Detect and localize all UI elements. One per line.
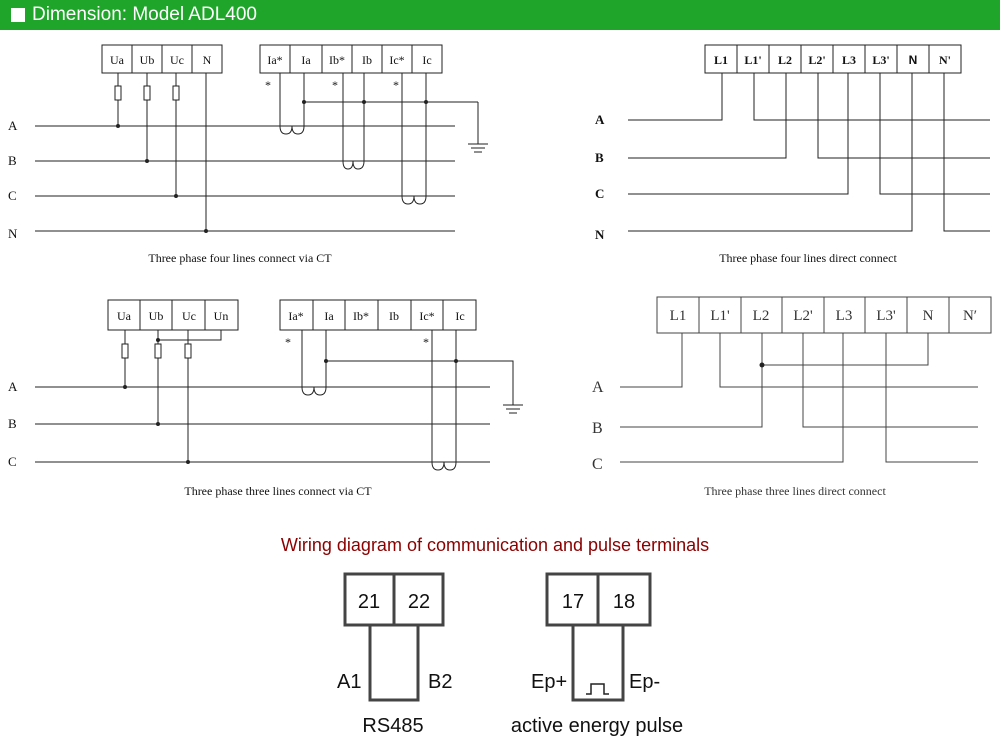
phase-label: C [8,188,17,203]
diagram-four-lines-direct [628,44,990,232]
terminal-label: N' [939,53,951,67]
phase-label: N [595,227,605,242]
phase-label: A [8,118,18,133]
polarity-mark: * [285,335,291,349]
terminal-label: N [909,53,918,67]
pulse-minus-label: Ep- [629,671,660,693]
terminal-label: Ib* [329,53,345,67]
terminal-label: L1 [714,53,728,67]
phase-label: B [8,416,17,431]
terminal-label: Ua [117,309,132,323]
diagram-four-lines-ct [35,44,488,233]
terminal-label: Ib* [353,309,369,323]
phase-label: B [8,153,17,168]
terminal-label: L2 [753,308,770,324]
terminal-label: N′ [963,308,977,324]
terminal-number: 18 [613,591,635,613]
terminal-label: L1' [744,53,761,67]
terminal-label: Ua [110,53,125,67]
terminal-label: Ia* [267,53,282,67]
phase-label: C [592,456,603,473]
terminal-label: Ia [301,53,311,67]
terminal-label: L3' [876,308,896,324]
pulse-terminal-block [545,572,652,702]
terminal-label: Ub [140,53,155,67]
diagram-three-lines-ct [35,299,523,471]
header-title: Dimension: Model ADL400 [32,4,257,25]
terminal-label: L2' [808,53,825,67]
terminal-label: Ic* [419,309,434,323]
terminal-label: N [203,53,212,67]
phase-label: B [595,150,604,165]
terminal-label: Ia* [288,309,303,323]
terminal-label: Un [214,309,229,323]
terminal-label: L3 [842,53,856,67]
phase-label: A [8,379,18,394]
diagram-three-lines-direct [620,296,992,463]
phase-label: B [592,420,603,437]
phase-label: N [8,226,18,241]
terminal-label: Ib [389,309,399,323]
terminal-label: Ub [149,309,164,323]
terminal-label: Ic* [389,53,404,67]
terminal-number: 22 [408,591,430,613]
comm-section-title: Wiring diagram of communication and puls… [281,535,709,555]
phase-label: C [595,186,604,201]
terminal-label: L1' [710,308,730,324]
terminal-label: N [923,308,934,324]
polarity-mark: * [423,335,429,349]
terminal-label: Ic [455,309,464,323]
terminal-label: Uc [182,309,196,323]
terminal-label: Ia [324,309,334,323]
diagram-caption: Three phase three lines connect via CT [184,484,372,498]
diagram-caption: Three phase three lines direct connect [704,484,886,498]
terminal-number: 17 [562,591,584,613]
terminal-label: L2' [793,308,813,324]
rs485-terminal-block [343,572,445,702]
terminal-label: Uc [170,53,184,67]
rs485-a-label: A1 [337,671,361,693]
terminal-label: Ib [362,53,372,67]
pulse-plus-label: Ep+ [531,671,567,693]
rs485-caption: RS485 [362,715,423,737]
phase-label: A [592,379,604,396]
phase-label: C [8,454,17,469]
polarity-mark: * [393,78,399,92]
polarity-mark: * [332,78,338,92]
pulse-waveform-icon [586,683,609,695]
terminal-label: Ic [422,53,431,67]
diagram-caption: Three phase four lines direct connect [719,251,897,265]
polarity-mark: * [265,78,271,92]
rs485-b-label: B2 [428,671,452,693]
diagram-caption: Three phase four lines connect via CT [148,251,332,265]
phase-label: A [595,112,605,127]
terminal-label: L3 [836,308,853,324]
pulse-caption: active energy pulse [511,715,683,737]
terminal-label: L2 [778,53,792,67]
terminal-label: L1 [670,308,687,324]
terminal-label: L3' [872,53,889,67]
header-bar: Dimension: Model ADL400 [0,0,1000,30]
terminal-number: 21 [358,591,380,613]
square-icon [11,8,25,22]
current-terminal-block [259,44,443,74]
